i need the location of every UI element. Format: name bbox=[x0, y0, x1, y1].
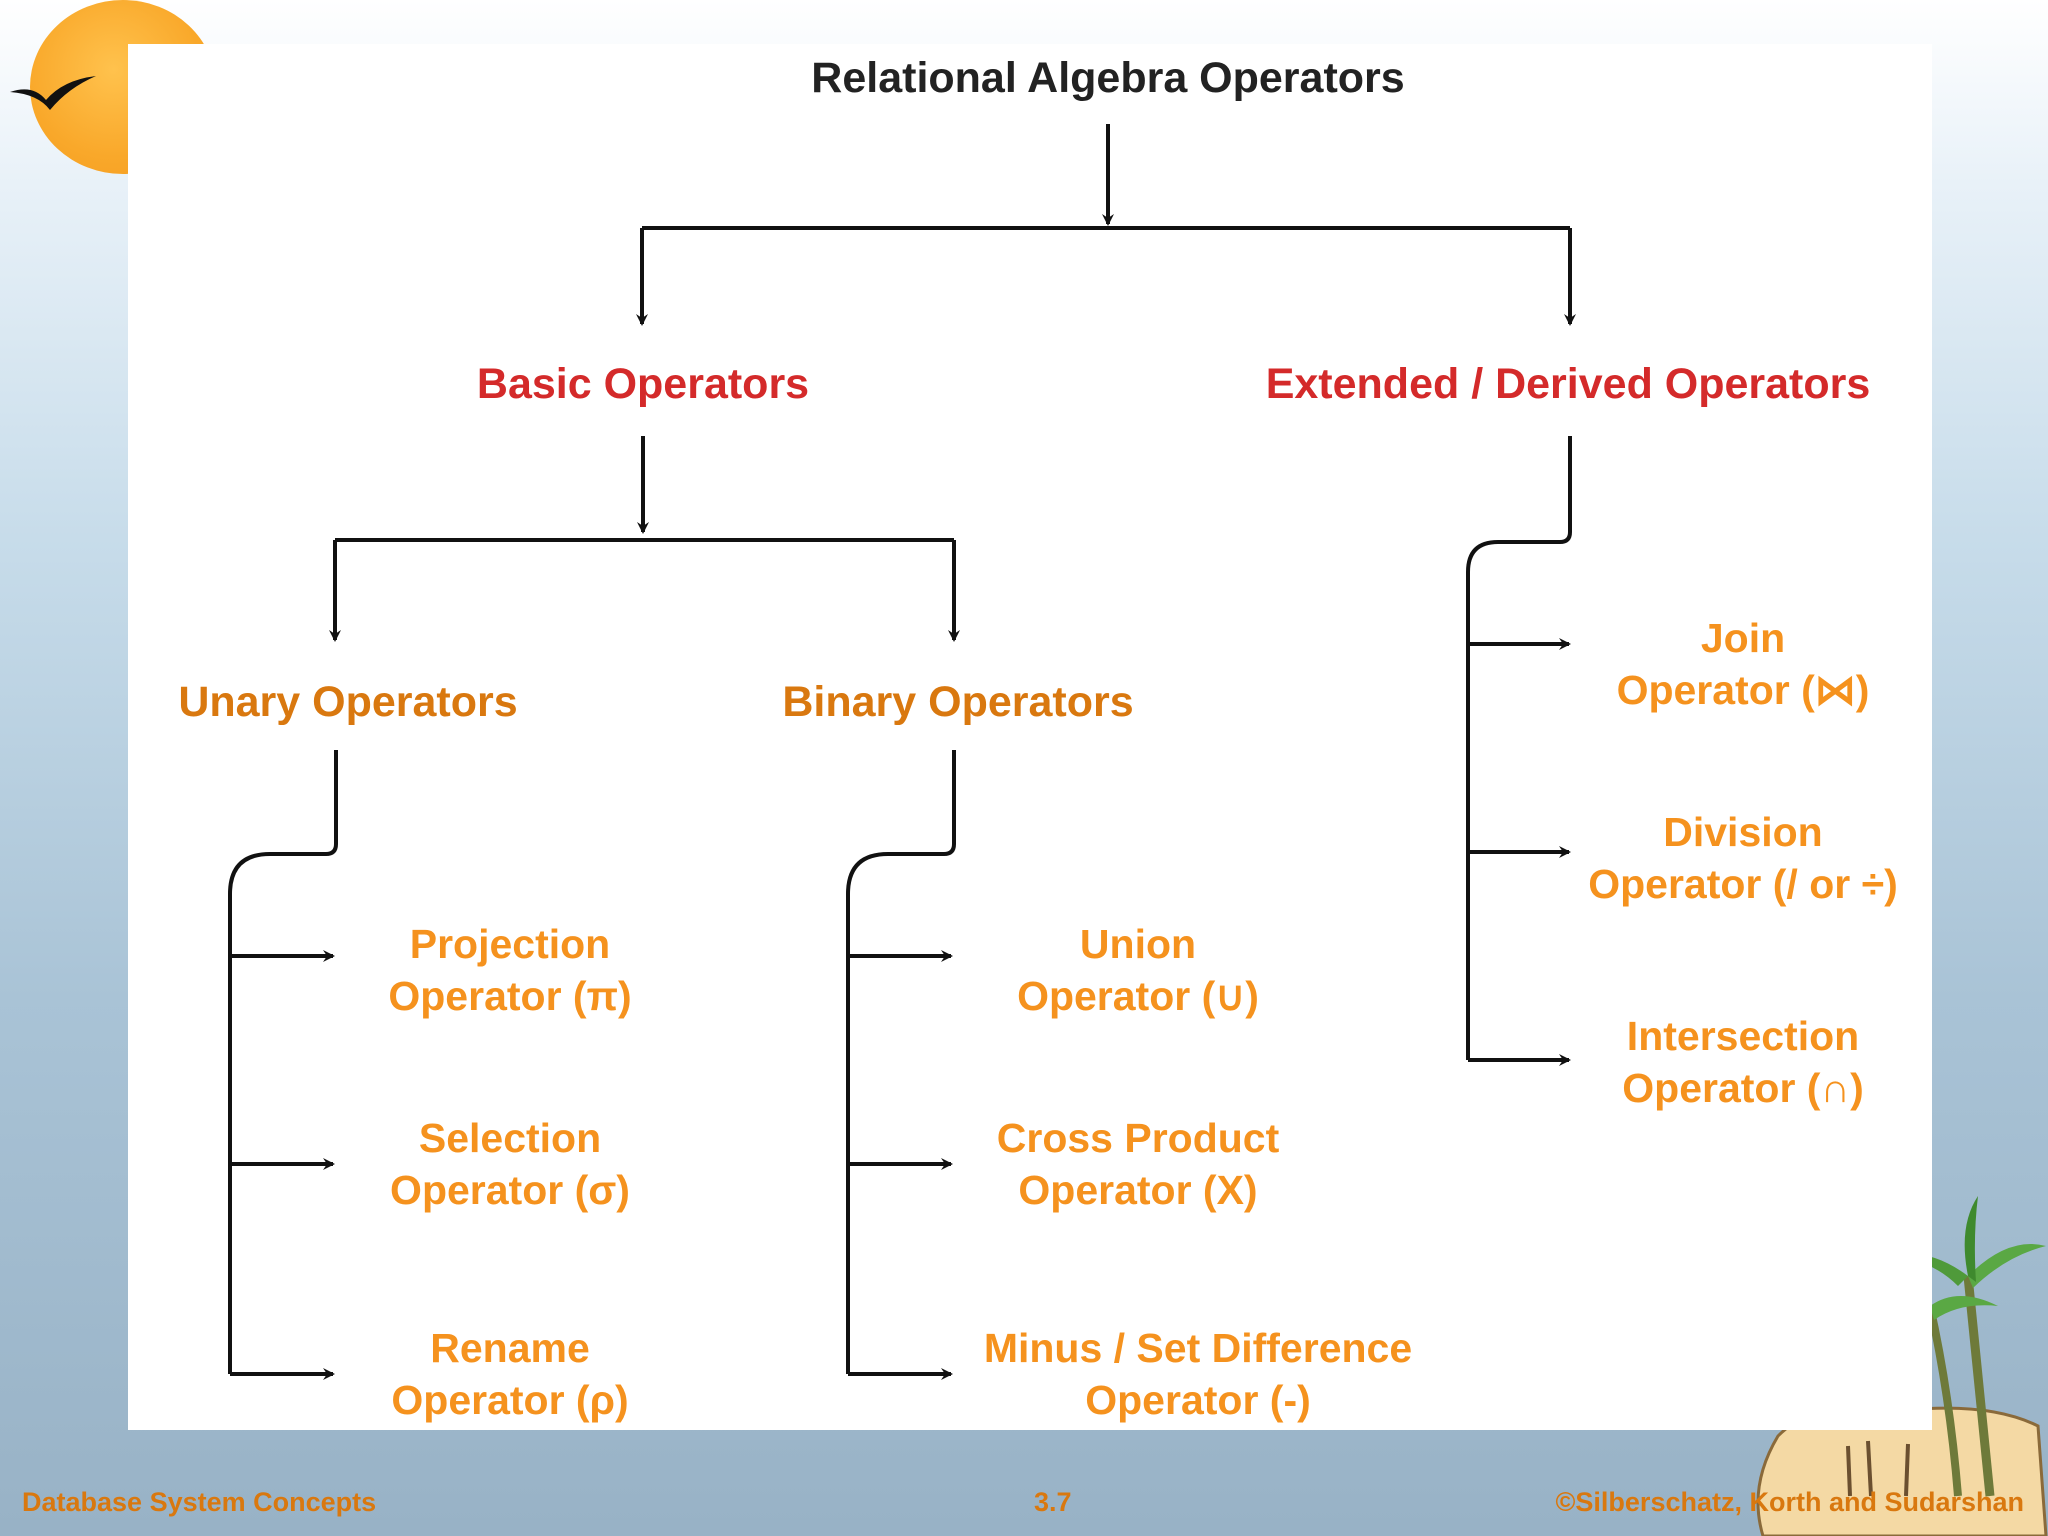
basic-operators-node: Basic Operators bbox=[476, 360, 810, 408]
diagram-connectors bbox=[228, 124, 1576, 1380]
union-operator-node: Union Operator (∪) bbox=[1017, 921, 1259, 1019]
root-node: Relational Algebra Operators bbox=[811, 54, 1405, 102]
bird-icon bbox=[10, 76, 96, 110]
division-operator-node: Division Operator (/ or ÷) bbox=[1588, 809, 1898, 907]
binary-operators-node: Binary Operators bbox=[782, 678, 1134, 726]
footer-copyright: ©Silberschatz, Korth and Sudarshan bbox=[1555, 1487, 2024, 1517]
diagram-canvas: Relational Algebra Operators Basic Opera… bbox=[128, 44, 1932, 1430]
projection-operator-node: Projection Operator (π) bbox=[388, 921, 632, 1019]
footer-left: Database System Concepts bbox=[22, 1487, 377, 1517]
selection-operator-node: Selection Operator (σ) bbox=[390, 1115, 630, 1213]
join-operator-node: Join Operator (⋈) bbox=[1616, 615, 1870, 713]
intersection-operator-node: Intersection Operator (∩) bbox=[1622, 1013, 1864, 1111]
extended-operators-node: Extended / Derived Operators bbox=[1265, 360, 1871, 408]
set-difference-operator-node: Minus / Set Difference Operator (-) bbox=[983, 1325, 1413, 1423]
cross-product-operator-node: Cross Product Operator (X) bbox=[996, 1115, 1280, 1213]
footer-page-number: 3.7 bbox=[1034, 1487, 1072, 1517]
unary-operators-node: Unary Operators bbox=[178, 678, 518, 726]
rename-operator-node: Rename Operator (ρ) bbox=[391, 1325, 629, 1423]
